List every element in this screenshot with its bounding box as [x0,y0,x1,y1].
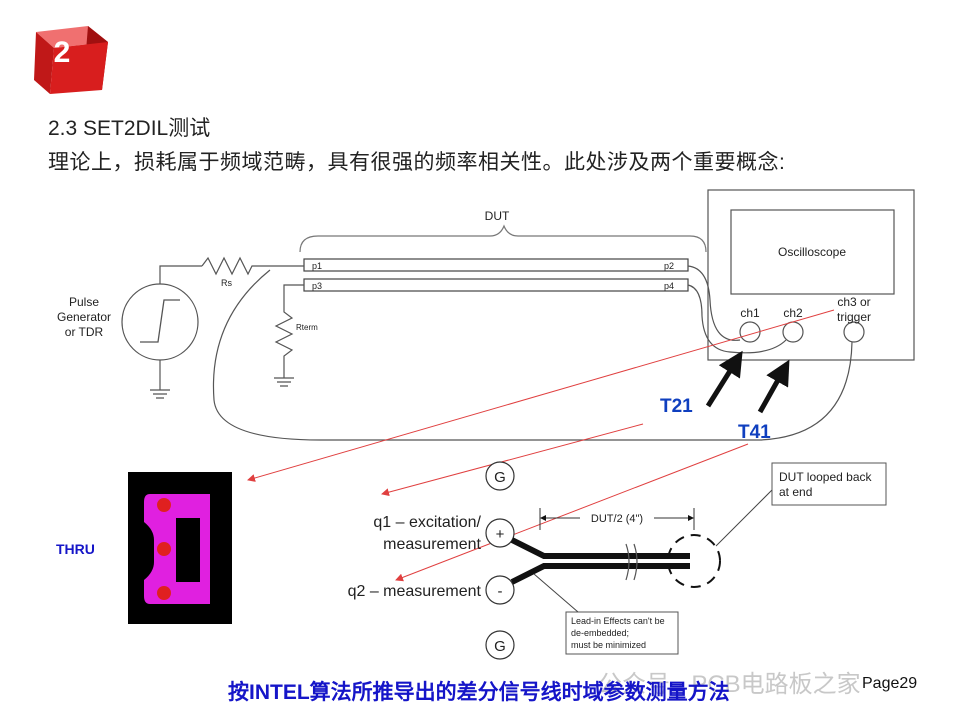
oscilloscope-screen [730,209,895,295]
leadin-note-leader [533,573,579,613]
thru-via-2 [157,542,171,556]
t21-label: T21 [660,396,693,417]
ground-g-bottom-label: G [494,638,506,655]
t21-arrow [705,350,743,408]
thru-label: THRU [56,541,95,557]
ground-g-top [485,461,515,491]
looped-note-box [771,462,887,506]
red-pointer-1 [247,309,835,482]
ground-icon-2 [274,377,294,387]
q1-label-1: q1 – excitation/ [373,514,481,531]
leadin-note-line-3: must be minimized [571,640,646,650]
ground-g-bottom [485,630,515,660]
port-p4: p4 [664,281,674,291]
rterm-label: Rterm [296,323,318,332]
trace-break [625,543,638,581]
port-p3: p3 [312,281,322,291]
leadin-note-line-1: Lead-in Effects can't be [571,616,665,626]
dut-brace [299,224,707,253]
plus-label: + [496,526,505,543]
ground-g-top-label: G [494,469,506,486]
trigger-cable [212,269,853,441]
thru-via-1 [157,498,171,512]
looped-note-line-1: DUT looped back [779,470,872,484]
port-p2: p2 [664,261,674,271]
t41-arrow [757,359,790,414]
ch1-label: ch1 [740,306,760,320]
trace-positive [510,537,690,559]
badge-number: 2 [54,36,71,69]
thru-inner-cutout [176,518,200,582]
watermark: 公众号 · PCB电路板之家 [598,671,861,698]
thru-via-3 [157,586,171,600]
pulse-generator [121,283,199,361]
oscilloscope-label: Oscilloscope [778,245,846,259]
leadin-note-line-2: de-embedded; [571,628,629,638]
generator-label-2: Generator [57,310,111,324]
footer-caption: 按INTEL算法所推导出的差分信号线时域参数测量方法 [228,681,730,704]
ch2-label: ch2 [783,306,803,320]
port-p1: p1 [312,261,322,271]
t41-label: T41 [738,422,771,443]
plus-terminal [485,518,515,548]
half-dut-label: DUT/2 (4") [591,513,643,525]
trace-p3-p4 [303,278,689,292]
q1-label-2: measurement [383,536,481,553]
looped-note-line-2: at end [779,485,812,499]
cable-p2-ch1 [687,265,741,341]
q2-label: q2 – measurement [348,583,482,600]
minus-terminal [485,575,515,605]
red-pointer-2 [381,423,644,497]
trace-p1-p2 [303,258,689,272]
intro-text: 理论上，损耗属于频域范畴，具有很强的频率相关性。此处涉及两个重要概念: [48,151,786,174]
red-pointer-3 [395,443,749,582]
generator-top-wire [159,265,202,284]
rterm-resistor [274,284,304,378]
loopback-circle [667,534,721,588]
looped-note-leader [715,489,773,547]
cable-p4-ch2 [687,284,787,354]
section-number-badge: 2 [34,26,108,94]
trace-negative [510,563,690,585]
dut-label: DUT [485,209,510,223]
minus-label: - [498,583,503,600]
thru-letter: I [199,537,207,568]
ch3-connector [843,321,865,343]
section-title: 2.3 SET2DIL测试 [48,117,211,140]
ch3-label-1: ch3 or [837,295,870,309]
generator-label-1: Pulse [69,295,99,309]
generator-label-3: or TDR [65,325,104,339]
ch1-connector [739,321,761,343]
ch3-label-2: trigger [837,310,871,324]
rs-label: Rs [221,278,232,288]
page-number: Page29 [862,675,918,692]
ground-icon-1 [150,389,170,399]
ch2-connector [782,321,804,343]
leadin-note-box [565,611,679,655]
step-waveform-icon [140,299,180,343]
rs-resistor [201,256,304,276]
